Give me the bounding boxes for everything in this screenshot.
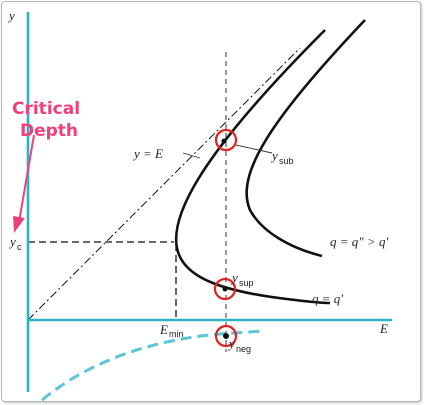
callout-arrow-head [13,216,25,233]
ysub-point [221,138,227,144]
energy-curve-q2 [245,19,366,258]
callout-arrow-shaft [18,134,35,223]
ysub-label: y [270,148,278,163]
energy-curve-q1 [174,29,331,305]
negative-depth-branch [41,329,263,402]
callout-line1: Critical [12,99,80,119]
ysub-pointer [235,144,273,154]
yc-label: y [8,234,16,249]
y-equals-e-pointer [182,152,201,159]
curve-q1-label: q = q' [312,291,343,306]
ysup-label-subscript: sup [239,278,254,288]
curve-q2-label: q = q" > q' [330,234,389,249]
yneg-label-subscript: neg [236,344,251,354]
yneg-label: y [227,336,235,351]
y-axis-label: y [7,8,15,23]
ysub-marker [214,128,238,152]
ysub-label-subscript: sub [279,156,294,166]
emin-label: E [159,322,168,337]
ysup-point [222,286,228,292]
yc-label-subscript: c [17,242,22,252]
yneg-point [223,333,229,339]
y-equals-e-label: y = E [132,146,163,161]
x-axis-label: E [379,321,388,336]
emin-label-subscript: min [169,329,184,339]
ysup-marker [213,277,237,301]
y-equals-e-line [27,47,301,321]
yneg-marker [214,324,238,348]
callout-line2: Depth [20,121,78,141]
ysup-label: y [230,270,238,285]
